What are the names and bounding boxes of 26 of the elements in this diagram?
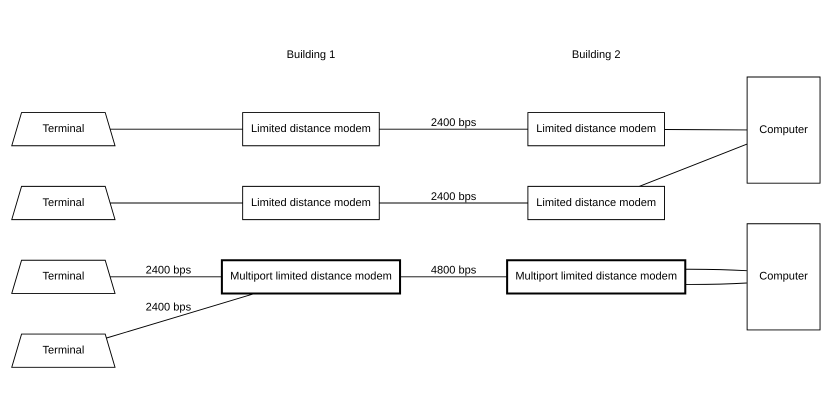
connector [110,128,243,130]
connector [685,282,748,285]
label: Building 2 [572,49,620,62]
edge-label: 2400 bps [430,190,476,203]
label: Building 1 [286,49,336,62]
connector [664,129,748,130]
node-box: Limited distance modem [527,186,665,220]
connector [110,202,243,204]
connector [378,128,528,130]
connector [639,144,748,187]
edge-label: 2400 bps [146,302,192,314]
node-box: Computer [746,76,820,184]
connector [400,276,508,278]
node-box: Computer [746,223,820,330]
node-box: Multiport limited distance modem [506,259,686,294]
node-box: Limited distance modem [242,186,380,220]
edge-label: 2400 bps [146,264,192,277]
connector [378,202,528,204]
edge-label: 4800 bps [430,264,476,277]
node-box: Multiport limited distance modem [220,259,402,294]
connector [110,276,222,278]
node-box: Limited distance modem [242,112,380,146]
connector [106,293,256,338]
node-box: Limited distance modem [527,112,665,146]
edge-label: 2400 bps [430,117,476,130]
connector [685,268,748,272]
